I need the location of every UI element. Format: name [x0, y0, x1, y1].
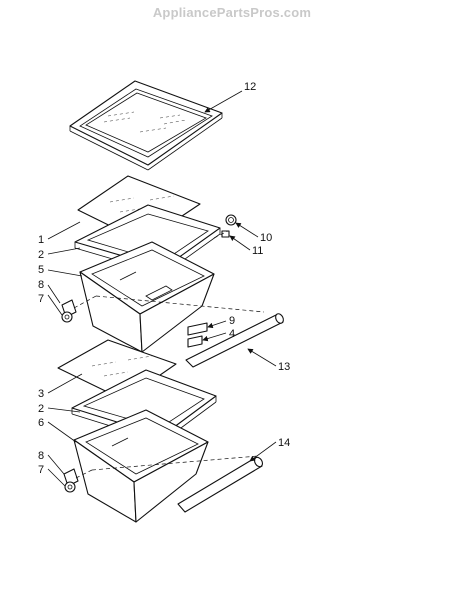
callout-1: 1 — [38, 234, 44, 246]
callout-3: 3 — [38, 388, 44, 400]
grommet-part-7-lower — [64, 481, 76, 493]
callout-14: 14 — [278, 437, 290, 449]
callout-13: 13 — [278, 361, 290, 373]
callout-6: 6 — [38, 417, 44, 429]
callout-8-upper: 8 — [38, 279, 44, 291]
upper-crisper-drawer — [79, 241, 215, 353]
washer-part-11 — [221, 230, 230, 238]
callout-2-upper: 2 — [38, 249, 44, 261]
callout-5: 5 — [38, 264, 44, 276]
callout-10: 10 — [260, 232, 272, 244]
callout-8-lower: 8 — [38, 450, 44, 462]
callout-7-lower: 7 — [38, 464, 44, 476]
watermark: AppliancePartsPros.com — [152, 5, 312, 20]
callout-11: 11 — [252, 245, 263, 257]
leader-lines — [47, 90, 277, 487]
callout-9: 9 — [229, 315, 235, 327]
rail-part-14 — [177, 456, 264, 513]
callout-4: 4 — [229, 328, 235, 340]
slide-part-4 — [187, 335, 203, 348]
rail-part-13 — [185, 313, 284, 368]
knob-part-10 — [225, 214, 237, 226]
slide-part-9 — [187, 322, 208, 336]
callout-7-upper: 7 — [38, 293, 44, 305]
callout-labels: 12 1 2 5 8 7 10 11 9 4 13 3 2 6 8 7 14 — [38, 81, 290, 476]
grommet-part-7-upper — [61, 311, 73, 323]
assembly-lines — [73, 230, 265, 479]
lower-crisper-drawer — [73, 409, 209, 523]
callout-2-lower: 2 — [38, 403, 44, 415]
screw-part-8-lower — [63, 468, 79, 487]
top-shelf — [69, 80, 223, 171]
callout-12: 12 — [244, 81, 256, 93]
